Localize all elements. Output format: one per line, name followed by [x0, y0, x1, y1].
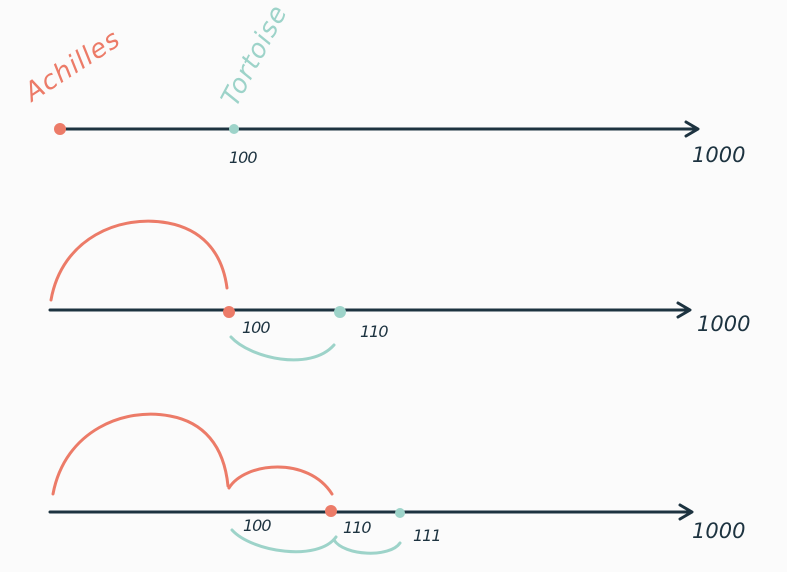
number-line-row-3: 100 110 111 1000	[48, 412, 745, 555]
arrow-head-2	[676, 301, 692, 319]
tick-label-110: 110	[343, 518, 371, 537]
arrow-head-1	[684, 120, 700, 138]
tortoise-dot-3	[395, 508, 405, 518]
tick-label-111: 111	[413, 526, 441, 545]
tortoise-step-arc-1	[229, 335, 336, 362]
arrow-head-3	[678, 503, 694, 521]
number-line-row-2: 100 110 1000	[48, 219, 750, 362]
tortoise-step-arc-1	[230, 528, 338, 554]
tortoise-dot-2	[334, 306, 346, 318]
achilles-dot-1	[54, 123, 66, 135]
tick-label-110: 110	[360, 322, 388, 341]
end-label-2: 1000	[697, 312, 750, 336]
number-line-row-1: Achilles Tortoise 100 1000	[18, 0, 746, 167]
achilles-dot-2	[223, 306, 235, 318]
tortoise-dot-1	[229, 124, 239, 134]
end-label-1: 1000	[692, 143, 745, 167]
tick-label-100: 100	[229, 148, 257, 167]
tick-label-100: 100	[242, 318, 270, 337]
tortoise-label: Tortoise	[216, 0, 294, 111]
achilles-jump-arc-2	[227, 465, 334, 496]
end-label-3: 1000	[692, 519, 745, 543]
achilles-jump-arc-1	[49, 219, 229, 302]
achilles-dot-3	[325, 505, 337, 517]
achilles-label: Achilles	[18, 24, 126, 109]
tick-label-100: 100	[243, 516, 271, 535]
achilles-jump-arc-1	[51, 412, 230, 496]
tortoise-step-arc-2	[332, 538, 402, 555]
